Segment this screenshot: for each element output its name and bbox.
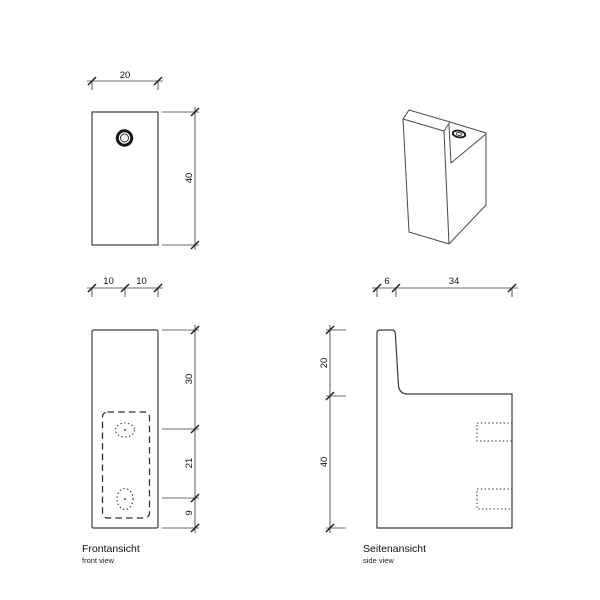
extension-lines: [162, 329, 199, 529]
dimension-side-view-depths: 6 34: [372, 276, 518, 297]
dimension-front-view-widths: 10 10: [87, 276, 163, 297]
hole-center-mark-upper: [124, 429, 126, 431]
dimension-top-view-width: 20: [87, 70, 163, 90]
screw-hole-icon: [115, 129, 134, 147]
extension-lines: [91, 81, 159, 90]
extension-lines: [162, 111, 199, 246]
dim-label-front-half-left: 10: [103, 276, 114, 287]
hidden-screw-hole-upper: [114, 422, 136, 438]
top-view: 20 40: [87, 70, 200, 250]
dim-label-front-upper: 30: [184, 374, 195, 385]
screw-hole-ellipse-icon: [451, 129, 467, 139]
screw-hole-inner-icon: [120, 133, 129, 143]
dimension-side-view-heights: 20 40: [319, 325, 346, 533]
front-view-subtitle: front view: [82, 556, 115, 565]
dimension-front-view-heights: 30 21 9: [162, 325, 200, 533]
front-view: 10 10 30 21 9 Frontansicht front view: [82, 276, 200, 565]
dim-label-side-hook-height: 20: [319, 358, 330, 369]
dim-label-side-body-height: 40: [319, 457, 330, 468]
side-view-title: Seitenansicht: [363, 543, 426, 555]
hidden-mounting-plate-outline: [101, 411, 151, 519]
hidden-wall-dowel-lower: [476, 488, 513, 510]
dim-label-front-lower: 9: [184, 510, 195, 515]
dimension-top-view-height: 40: [162, 107, 200, 250]
hidden-screw-hole-lower: [116, 487, 134, 511]
dim-label-top-view-width: 20: [120, 70, 131, 81]
front-view-title: Frontansicht: [82, 543, 140, 555]
screw-hole-ellipse-inner-icon: [455, 132, 463, 136]
extension-lines: [376, 288, 513, 297]
extension-lines: [91, 288, 159, 297]
tick-marks: [372, 283, 517, 293]
dim-label-side-body-depth: 34: [449, 276, 460, 287]
front-view-body-outline: [91, 329, 159, 529]
side-view-subtitle: side view: [363, 556, 394, 565]
dim-label-side-hook-depth: 6: [384, 276, 389, 287]
perspective-view: [402, 109, 487, 245]
tick-marks: [325, 325, 335, 533]
perspective-wireframe: [402, 109, 487, 245]
side-view-profile-outline: [376, 329, 513, 529]
dim-label-front-middle: 21: [184, 458, 195, 469]
dim-label-top-view-height: 40: [184, 173, 195, 184]
side-view: 6 34 20 40 Seitenansicht side view: [319, 276, 518, 565]
hole-center-mark-lower: [124, 498, 126, 500]
dim-label-front-half-right: 10: [136, 276, 147, 287]
tick-marks: [87, 76, 163, 86]
tick-marks: [87, 283, 163, 293]
tick-marks: [190, 325, 200, 533]
tick-marks: [190, 107, 200, 250]
